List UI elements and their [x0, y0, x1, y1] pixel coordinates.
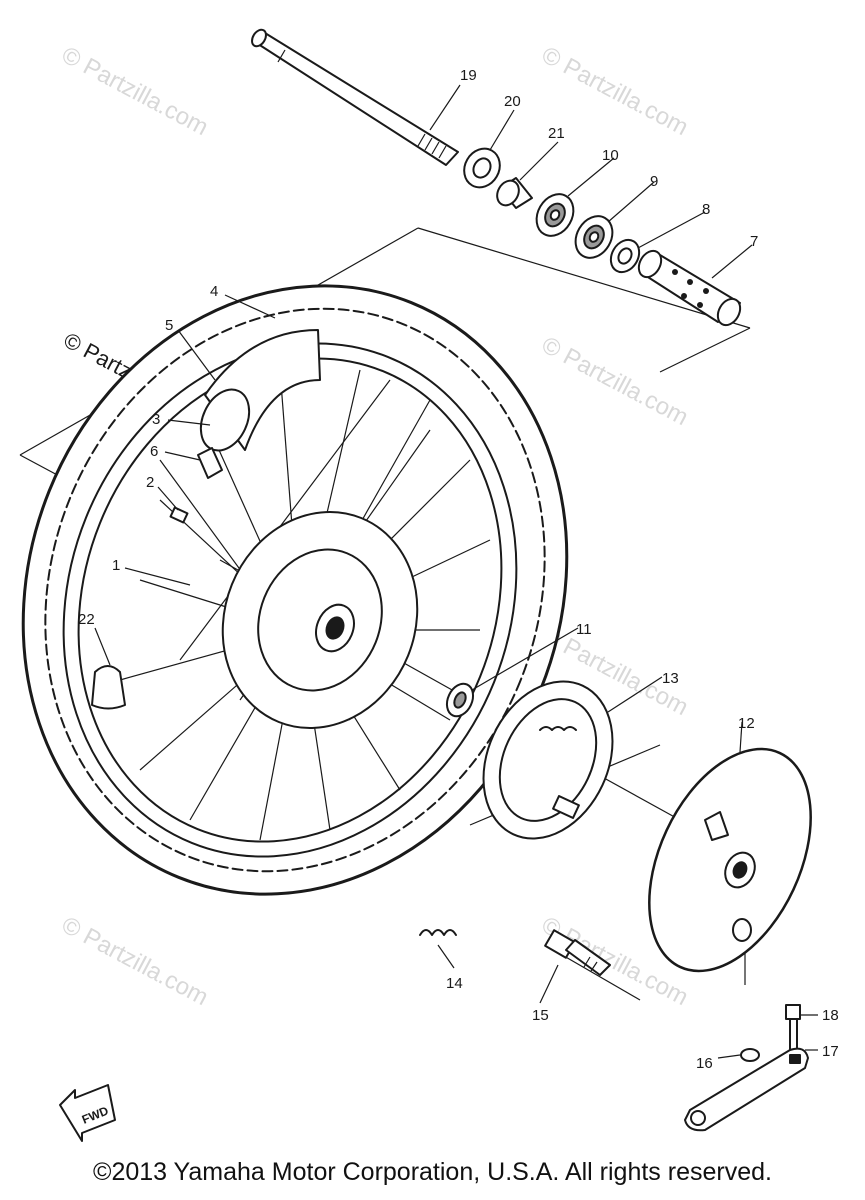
- spoke-nipple-2: [169, 506, 189, 524]
- brake-shoes-13: [482, 680, 614, 840]
- callout-4: 4: [210, 283, 218, 300]
- brake-plate-12: [648, 747, 812, 973]
- callout-2: 2: [146, 474, 154, 491]
- callouts: 1 2 3 4 5 6 7 8 9 10 11 12 13 14 15 16 1…: [78, 67, 839, 1072]
- callout-12: 12: [738, 715, 755, 732]
- callout-22: 22: [78, 611, 95, 628]
- callout-13: 13: [662, 670, 679, 687]
- callout-20: 20: [504, 93, 521, 110]
- bearing-10: [535, 193, 575, 237]
- callout-11: 11: [576, 621, 592, 638]
- callout-16: 16: [696, 1055, 713, 1072]
- watermark-5: © Partzilla.com: [57, 911, 212, 1011]
- callout-9: 9: [650, 173, 658, 190]
- watermark-3: © Partzilla.com: [537, 331, 692, 431]
- callout-3: 3: [152, 411, 160, 428]
- spring-14: [419, 929, 457, 936]
- callout-7: 7: [750, 233, 758, 250]
- callout-18: 18: [822, 1007, 839, 1024]
- tire-lock-22: [91, 665, 126, 710]
- bearing-11: [445, 682, 475, 718]
- valve-nut-6: [197, 447, 223, 479]
- bearing-9: [574, 215, 614, 259]
- collar-7: [637, 249, 742, 327]
- fwd-arrow: FWD: [59, 1084, 116, 1142]
- washer-16: [740, 1048, 760, 1062]
- callout-1: 1: [112, 557, 120, 574]
- watermark-1: © Partzilla.com: [57, 41, 212, 141]
- spacer-21: [496, 177, 533, 209]
- callout-5: 5: [165, 317, 173, 334]
- callout-21: 21: [548, 125, 565, 142]
- callout-15: 15: [532, 1007, 549, 1024]
- callout-19: 19: [460, 67, 477, 84]
- front-wheel: [21, 284, 569, 896]
- callout-leaders: [94, 84, 818, 1059]
- camshaft-15: [544, 929, 611, 976]
- copyright-notice: ©2013 Yamaha Motor Corporation, U.S.A. A…: [93, 1158, 772, 1186]
- callout-10: 10: [602, 147, 619, 164]
- collar-20: [463, 147, 501, 189]
- oil-seal-8: [609, 238, 641, 274]
- cam-lever-17: [684, 1047, 809, 1132]
- callout-17: 17: [822, 1043, 839, 1060]
- callout-14: 14: [446, 975, 463, 992]
- tube-5: [199, 329, 321, 452]
- callout-8: 8: [702, 201, 710, 218]
- callout-6: 6: [150, 443, 158, 460]
- axle: [251, 28, 459, 166]
- bolt-18: [785, 1004, 801, 1052]
